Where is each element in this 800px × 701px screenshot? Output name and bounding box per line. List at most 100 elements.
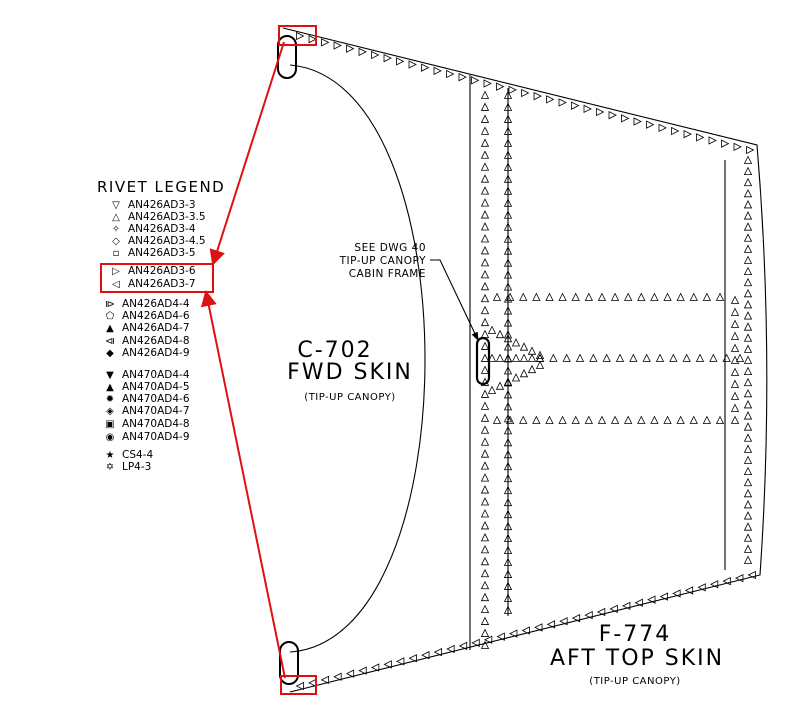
rivet-mark [480,114,490,123]
rivet-mark [371,50,380,60]
rivet-mark [480,413,490,422]
rivet-mark [709,353,718,362]
legend-item: ▼AN470AD4-4 [104,369,189,381]
rivet-mark [487,385,497,394]
rivet-symbol-icon: ▲ [106,381,114,393]
rivet-mark [503,222,513,231]
rivet-mark [695,353,705,362]
rivet-mark [511,338,521,347]
rivet-symbol-icon: ⧐ [105,298,115,310]
rivet-mark [480,102,490,111]
rivet-mark [571,415,580,424]
rivet-mark [743,322,753,331]
rivet-mark [672,589,681,598]
legend-item: ✹AN470AD4-6 [104,393,190,405]
rivet-mark [676,292,685,301]
rivet-mark [696,133,705,142]
rivet-mark [743,277,753,287]
rivet-mark [722,353,731,362]
rivet-mark [702,292,712,301]
rivet-mark [545,415,554,424]
rivet-mark [535,353,545,362]
rivet-mark [503,294,513,303]
rivet-mark [597,292,607,301]
rivet-mark [535,360,545,369]
rivet-mark [689,292,698,301]
rivet-mark [633,117,642,126]
rivet-mark [480,353,490,362]
rivet-mark [735,353,745,362]
rivet-symbol-icon: ◉ [105,431,115,443]
rivet-mark [743,222,753,231]
legend-title: RIVET LEGEND [97,178,226,196]
rivet-mark [608,111,617,120]
rivet-mark [702,415,712,424]
rivet-mark [503,413,513,423]
hinge-bottom [279,641,299,685]
legend-item: ◇AN426AD3-4.5 [110,235,205,247]
rivet-mark [503,437,513,447]
legend-item: ▫AN426AD3-5 [110,247,196,259]
rivet-mark [446,69,455,79]
rivet-mark [458,73,467,82]
rivet-mark [527,364,537,374]
rivet-mark [743,522,753,531]
rivet-mark [408,60,417,69]
rivet-mark [535,350,545,359]
rivet-mark [743,377,753,387]
rivet-mark [637,292,646,301]
legend-item: ▷AN426AD3-6 [110,265,195,277]
legend-item: ◈AN470AD4-7 [104,405,189,417]
rivet-mark [743,455,753,464]
rivet-mark [697,583,706,592]
rivet-mark [743,333,753,342]
rivet-symbol-icon: ▫ [112,247,120,259]
rivet-mark [503,461,513,471]
rivet-mark [480,401,490,410]
rivet-mark [747,570,756,580]
rivet-mark [545,292,554,301]
callout-line-1: SEE DWG 40 [354,242,426,254]
fwd-skin-name: FWD SKIN [287,360,413,385]
rivet-mark [730,379,740,388]
rivet-mark [634,598,643,607]
rivet-mark [629,353,638,362]
rivet-mark [533,92,542,101]
rivet-mark [743,500,753,509]
rivet-mark [575,353,585,362]
rivet-symbol-icon: △ [112,211,120,223]
rivet-mark [684,586,694,595]
rivet-mark [433,66,442,75]
legend-item-label: AN426AD4-6 [122,310,190,322]
rivet-symbol-icon: ✧ [111,223,121,235]
rivet-mark [559,617,568,626]
rivet-mark [345,669,355,678]
rivet-mark [480,174,490,183]
rivet-mark [596,607,606,617]
rivet-mark [527,346,537,355]
rivet-mark [509,629,518,638]
rivet-mark [503,449,513,459]
rivet-mark [503,509,513,519]
rivet-mark [743,533,753,542]
rivet-mark [558,415,567,424]
rivet-mark [743,188,753,198]
rivet-mark [503,342,513,351]
rivet-mark [358,666,367,675]
rivet-mark [743,311,753,320]
rivet-mark [562,353,571,362]
rivet-mark [471,76,480,85]
rivet-mark [743,411,753,420]
legend-item-label: LP4-3 [122,461,152,473]
rivet-mark [480,126,490,135]
rivet-symbol-icon: ⧏ [105,335,115,347]
rivet-mark [480,580,490,590]
legend-item: △AN426AD3-3.5 [110,211,205,223]
rivet-mark [508,85,517,94]
rivet-mark [503,605,513,614]
rivet-symbol-icon: ◇ [112,235,120,247]
rivet-mark [730,343,740,352]
rivet-mark [650,415,659,424]
legend-item: ★CS4-4 [104,449,154,461]
rivet-mark [503,90,513,99]
